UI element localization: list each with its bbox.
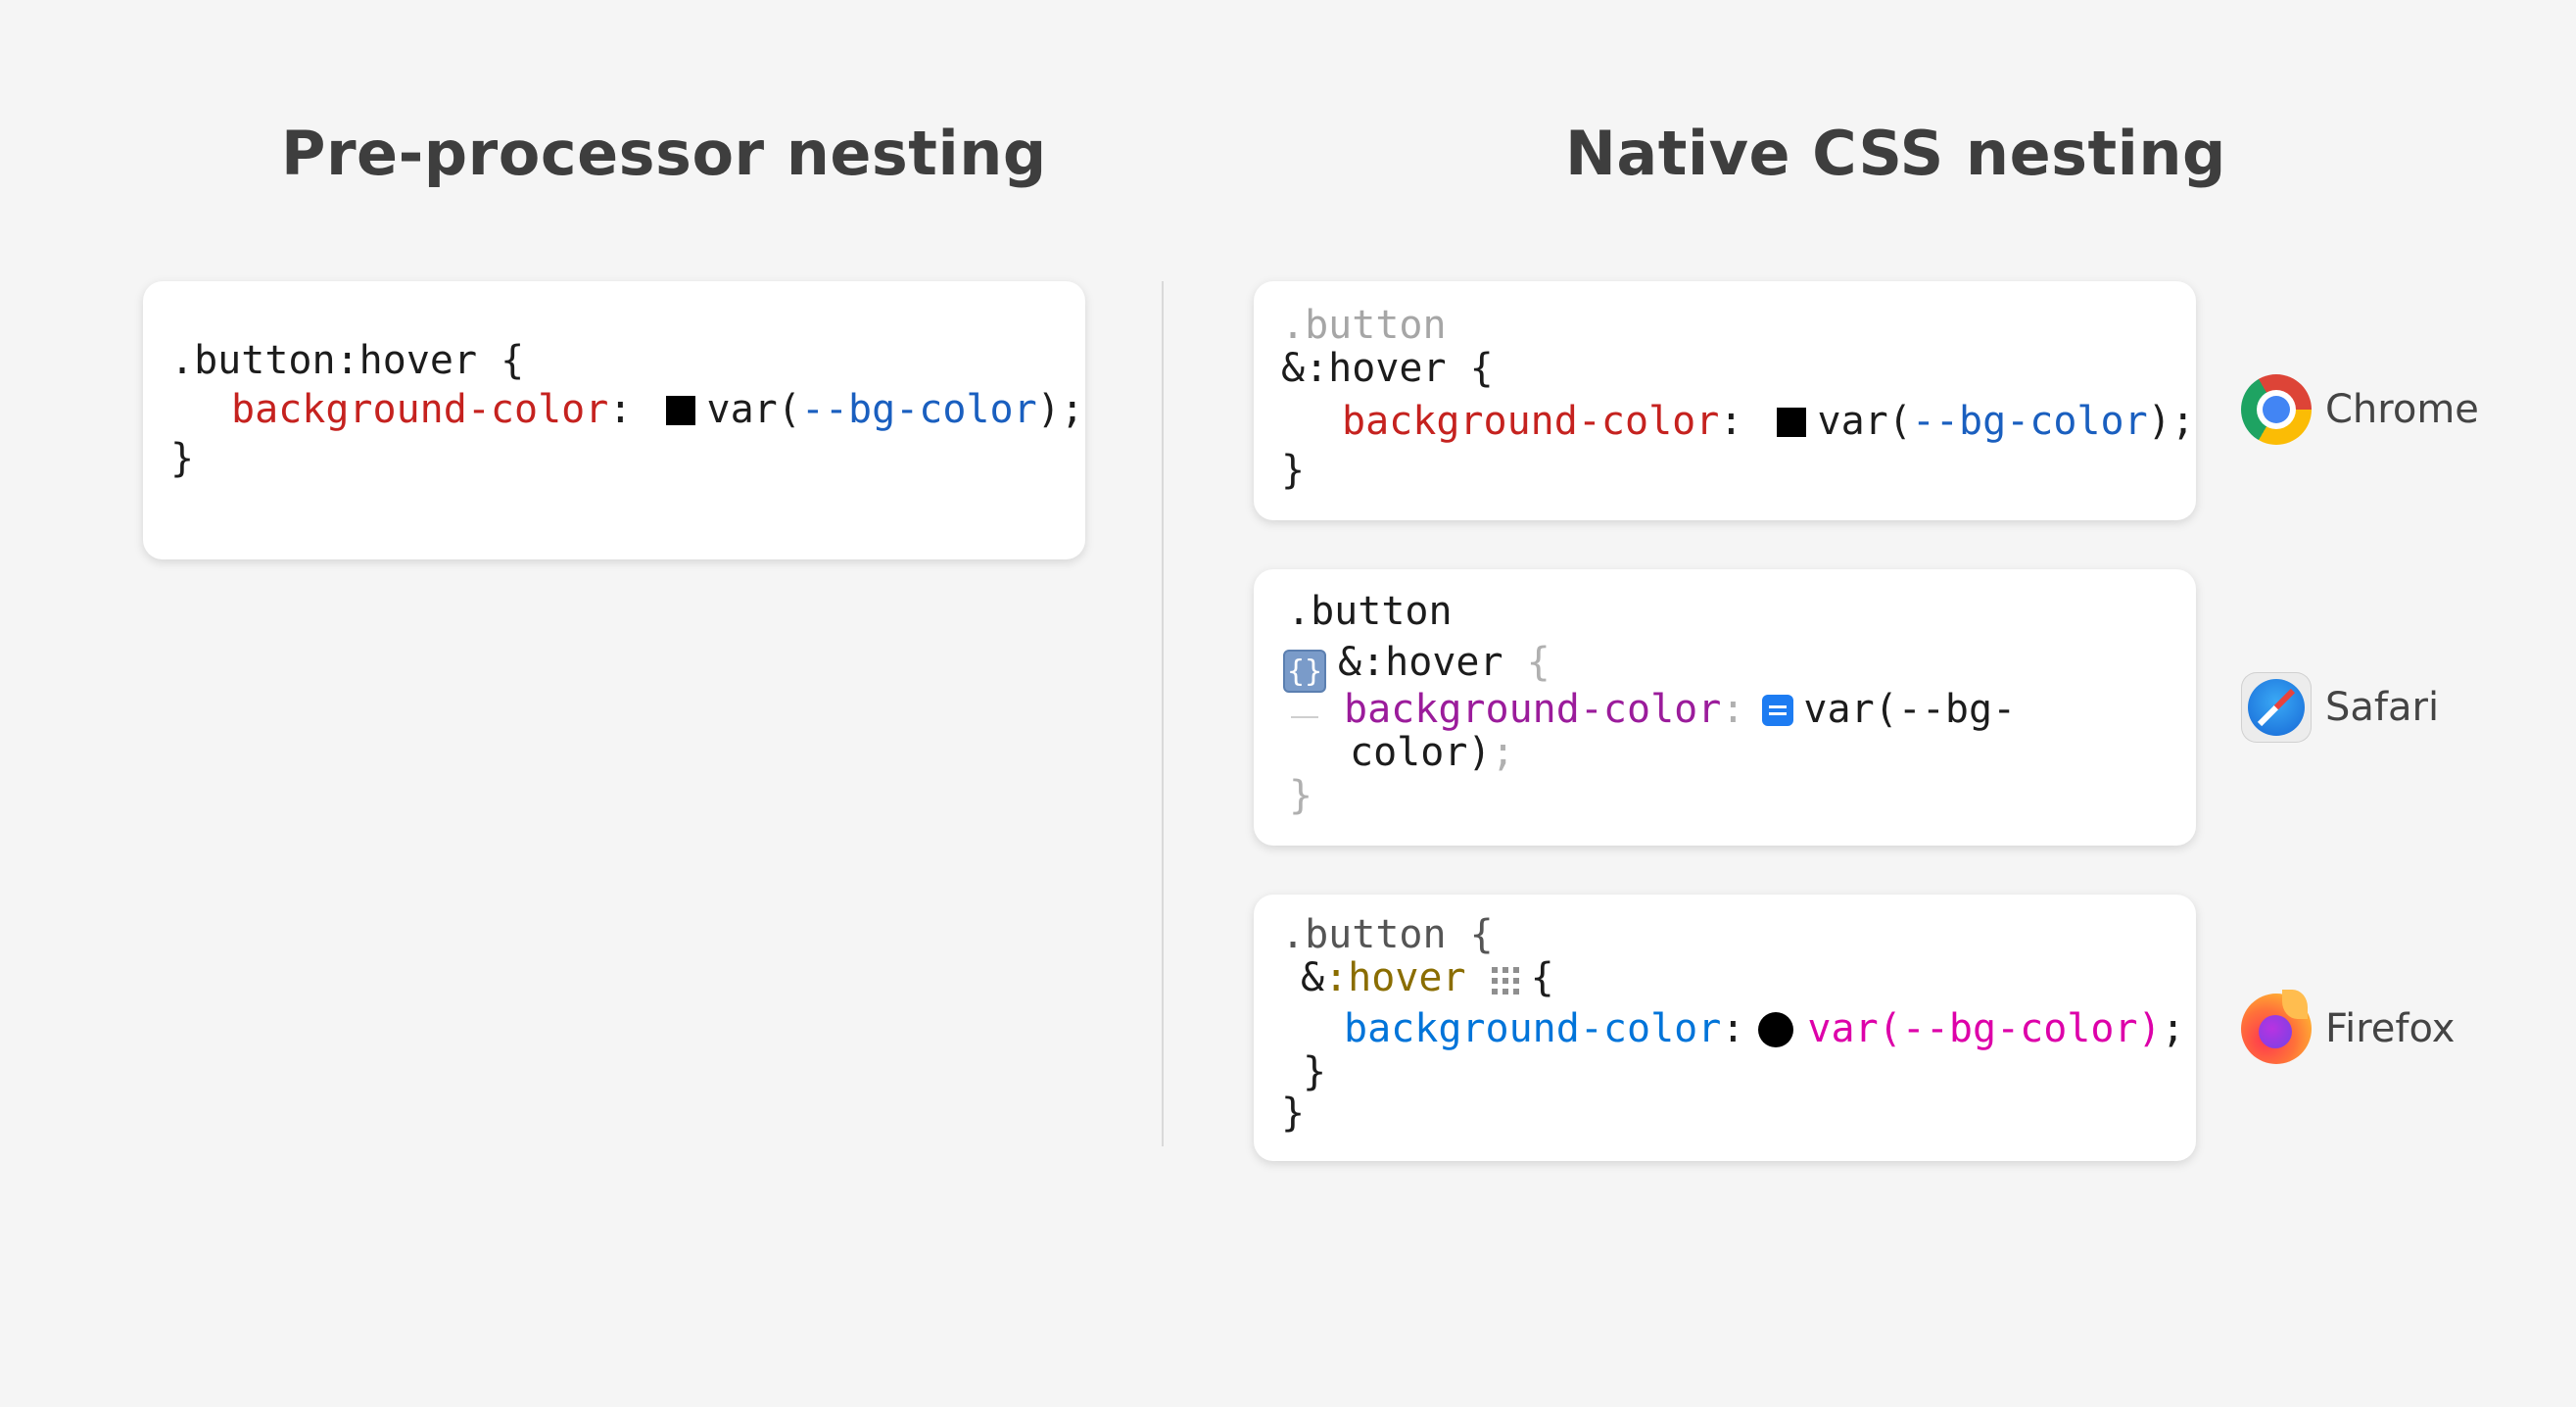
browser-name: Chrome [2325, 387, 2479, 432]
code-property: background-color [1344, 687, 1722, 732]
browser-label-safari: Safari [2241, 672, 2439, 743]
code-pseudo: :hover [1324, 955, 1466, 1000]
code-line-nested-selector: {} &:hover { [1283, 638, 1550, 693]
code-line-parent-selector: .button { [1281, 910, 1494, 959]
safari-inspector-card: .button {} &:hover { background-color: var… [1254, 569, 2196, 846]
code-parent-brace: { [1469, 912, 1494, 957]
nesting-braces-icon[interactable]: {} [1283, 650, 1326, 693]
color-swatch-square [665, 396, 695, 425]
code-property: background-color [1344, 1006, 1722, 1051]
code-selector: &:hover [1338, 640, 1503, 685]
browser-name: Firefox [2325, 1006, 2456, 1051]
code-colon: : [1721, 687, 1745, 732]
code-amp: & [1301, 955, 1325, 1000]
column-divider [1162, 281, 1164, 1146]
code-brace: { [1530, 955, 1554, 1000]
browser-label-firefox: Firefox [2241, 990, 2456, 1064]
code-property: background-color [1342, 399, 1720, 444]
preprocessor-code-card: .button:hover { background-color: var(--… [143, 281, 1085, 559]
code-line-close-outer: } [1281, 1091, 1306, 1136]
heading-preprocessor-nesting: Pre-processor nesting [281, 118, 1047, 189]
browser-label-chrome: Chrome [2241, 374, 2479, 445]
code-line-close: } [1289, 773, 1313, 818]
code-value-end: ); [2147, 399, 2195, 444]
chrome-icon [2241, 374, 2312, 445]
code-colon: : [608, 387, 633, 432]
code-property: background-color [231, 387, 609, 432]
code-line-declaration: background-color: var(--bg-color); [231, 385, 1084, 434]
code-line-parent-selector: .button [1281, 303, 1447, 348]
code-line-declaration-wrap: color); [1350, 728, 1515, 777]
code-line-close-inner: } [1303, 1049, 1327, 1094]
code-colon: : [1719, 399, 1743, 444]
code-value-fn: var( [706, 387, 801, 432]
firefox-devtools-card: .button { &:hover{ background-color:var(… [1254, 895, 2196, 1161]
grid-icon[interactable] [1490, 965, 1521, 996]
code-line-close: } [170, 436, 195, 481]
safari-icon [2241, 672, 2312, 743]
code-line-declaration: background-color: var(--bg-color); [1342, 397, 2195, 446]
code-line-parent-selector: .button [1287, 589, 1453, 634]
code-line-declaration: background-color: var(--bg- [1285, 685, 2016, 734]
code-line-selector: .button:hover { [170, 338, 525, 383]
code-line-declaration: background-color: var(--bg-color); [1344, 1004, 2185, 1053]
code-value-fn: var( [1817, 399, 1912, 444]
color-swatch-icon[interactable] [1762, 695, 1794, 726]
color-swatch-circle[interactable] [1758, 1012, 1794, 1047]
code-colon: : [1721, 1006, 1745, 1051]
color-swatch-square[interactable] [1776, 408, 1806, 437]
code-value-a: var(--bg- [1803, 687, 2017, 732]
code-line-nested-selector: &:hover { [1281, 346, 1494, 391]
heading-native-css-nesting: Native CSS nesting [1565, 118, 2226, 189]
code-parent: .button [1281, 912, 1447, 957]
firefox-icon [2241, 990, 2312, 1064]
code-line-close: } [1281, 448, 1306, 493]
code-value-var: --bg-color [800, 387, 1037, 432]
code-value-b: color) [1350, 730, 1492, 775]
code-line-nested-selector: &:hover { [1301, 953, 1554, 1002]
indent-guide [1291, 716, 1318, 718]
code-value-end: ); [1036, 387, 1084, 432]
code-brace: { [1526, 640, 1550, 685]
chrome-devtools-card: .button &:hover { background-color: var(… [1254, 281, 2196, 520]
code-value: var(--bg-color) [1807, 1006, 2162, 1051]
code-semicolon: ; [1491, 730, 1515, 775]
code-semicolon: ; [2161, 1006, 2185, 1051]
browser-name: Safari [2325, 685, 2440, 730]
code-value-var: --bg-color [1911, 399, 2148, 444]
